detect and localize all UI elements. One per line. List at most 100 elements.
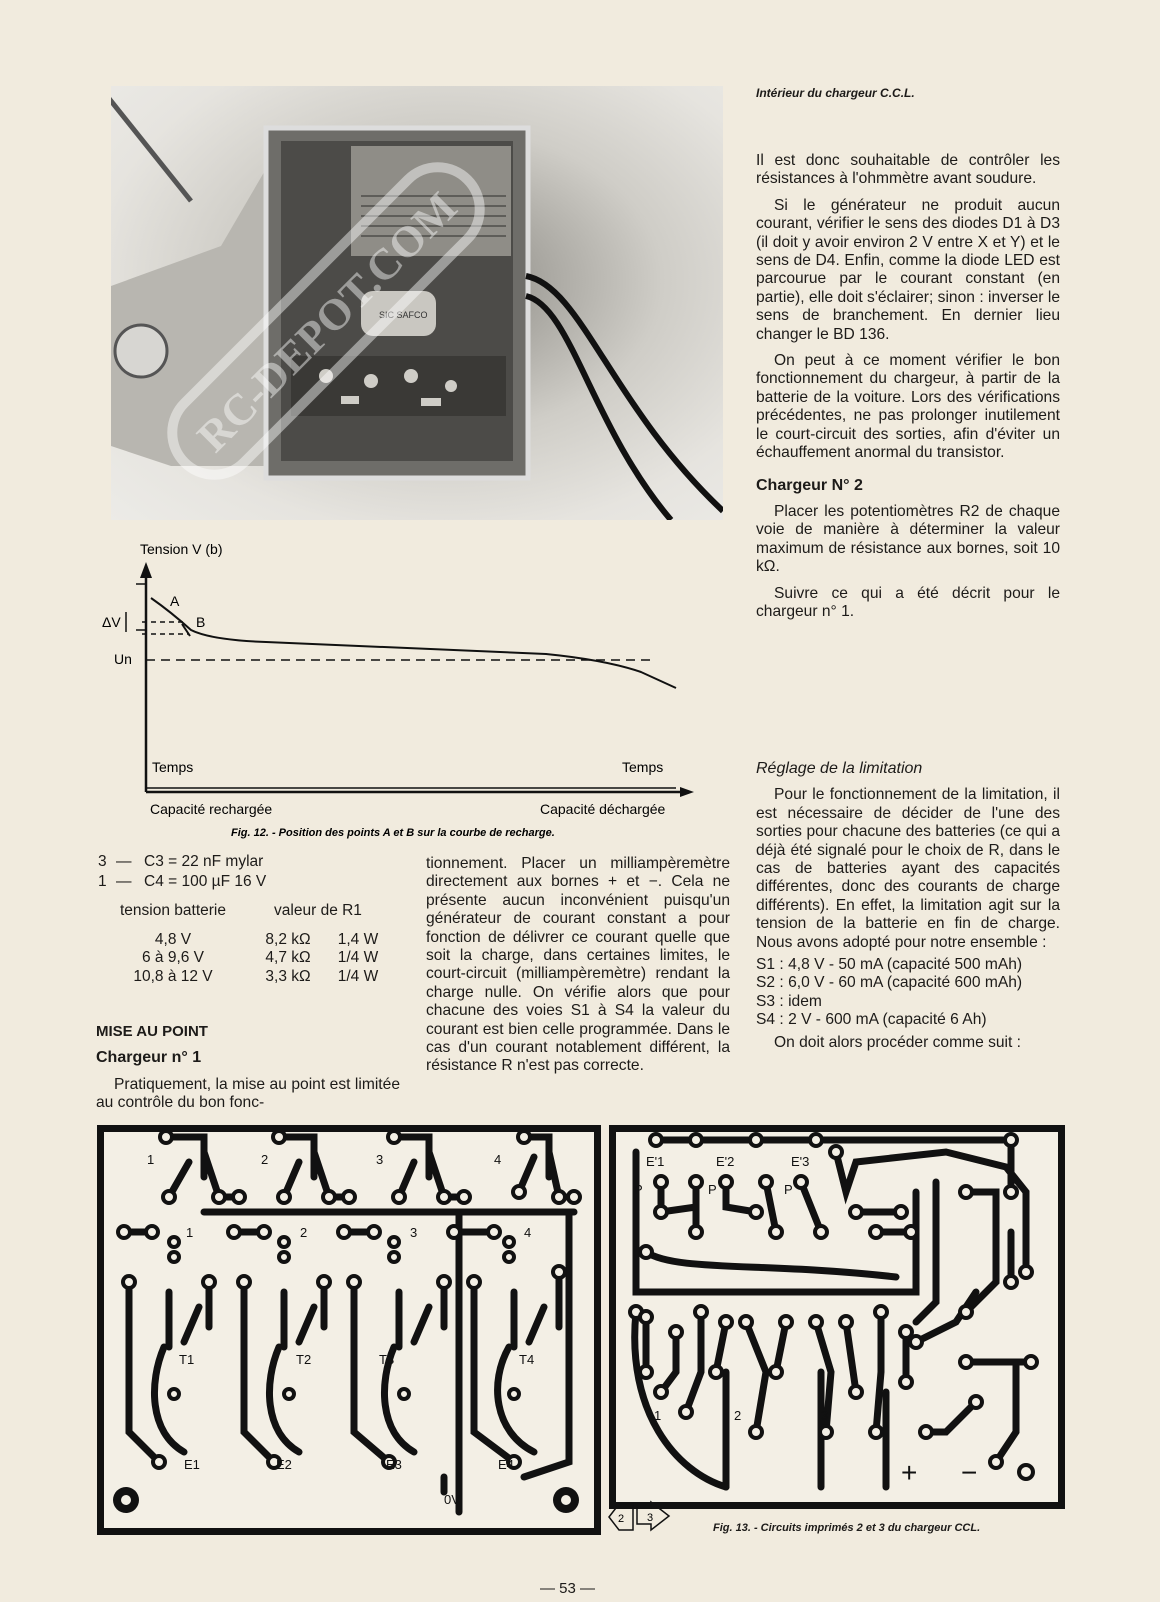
pcb-label: T1 bbox=[179, 1352, 194, 1367]
fig13-caption: Fig. 13. - Circuits imprimés 2 et 3 du c… bbox=[713, 1522, 981, 1534]
pcb-label: 1 bbox=[654, 1408, 661, 1423]
limitation-list-item: S2 : 6,0 V - 60 mA (capacité 600 mAh) bbox=[756, 974, 1023, 992]
column-middle: tionnement. Placer un milliampèremètre d… bbox=[426, 855, 730, 1084]
column-right-top: Il est donc souhaitable de contrôler les… bbox=[756, 152, 1060, 629]
y-axis-arrow bbox=[140, 562, 152, 578]
charge-curve bbox=[150, 597, 677, 689]
pcb-label: E1 bbox=[184, 1457, 200, 1472]
fig12-un: Un bbox=[114, 651, 132, 667]
heading-chargeur-2: Chargeur N° 2 bbox=[756, 476, 863, 494]
fig12-ylabel: Tension V (b) bbox=[140, 542, 222, 557]
x-axis-arrow bbox=[680, 787, 694, 797]
paragraph: Si le générateur ne produit aucun couran… bbox=[756, 196, 1060, 343]
pcb-label: 3 bbox=[376, 1152, 383, 1167]
heading-limitation: Réglage de la limitation bbox=[756, 760, 923, 777]
pcb-label: P bbox=[708, 1182, 717, 1197]
page-number: — 53 — bbox=[540, 1580, 596, 1597]
r1-table-row: 10,8 à 12 V 3,3 kΩ 1/4 W bbox=[133, 967, 379, 985]
pcb-left-labels: 1 2 3 4 1 2 3 4 T1 T2 T3 T4 E1 E2 E3 E4 … bbox=[147, 1152, 534, 1507]
pcb-left-pads bbox=[116, 1129, 582, 1470]
r1-table-row: 6 à 9,6 V 4,7 kΩ 1/4 W bbox=[141, 949, 379, 966]
pcb-label: E3 bbox=[386, 1457, 402, 1472]
heading-chargeur-1: Chargeur n° 1 bbox=[96, 1049, 202, 1067]
limitation-list-item: S3 : idem bbox=[756, 992, 822, 1010]
paragraph: Suivre ce qui a été décrit pour le charg… bbox=[756, 584, 1060, 620]
fig12-dv: ΔV bbox=[102, 614, 121, 630]
pcb-label: E2 bbox=[276, 1457, 292, 1472]
pcb-label: T2 bbox=[296, 1352, 311, 1367]
pcb-label: E4 bbox=[498, 1457, 514, 1472]
charger-photo-drawing: SIC SAFCO RC-DEPOT.COM bbox=[111, 96, 723, 520]
capacity-discharged: Capacité déchargée bbox=[540, 801, 666, 817]
charger-photo: SIC SAFCO RC-DEPOT.COM bbox=[111, 86, 723, 520]
capacitor-marking: SIC SAFCO bbox=[379, 310, 428, 320]
parts-line: 1 — C4 = 100 µF 16 V bbox=[98, 873, 267, 890]
pcb-label: 1 bbox=[186, 1225, 193, 1240]
pcb-label: 4 bbox=[524, 1225, 531, 1240]
pcb-label: E'3 bbox=[791, 1154, 809, 1169]
minus-terminal: − bbox=[961, 1457, 977, 1488]
pcb-label: 3 bbox=[410, 1225, 417, 1240]
pcb-label: 3 bbox=[821, 1408, 828, 1423]
paragraph: On peut à ce moment vérifier le bon fonc… bbox=[756, 352, 1060, 462]
pcb-label: 1 bbox=[147, 1152, 154, 1167]
pcb-left: 1 2 3 4 1 2 3 4 T1 T2 T3 T4 E1 E2 E3 E4 … bbox=[97, 1125, 601, 1535]
pcb-label: P bbox=[784, 1182, 793, 1197]
pcb-label: 2 bbox=[300, 1225, 307, 1240]
mise-au-point-section: MISE AU POINT Chargeur n° 1 Pratiquement… bbox=[96, 1023, 400, 1121]
antenna bbox=[111, 96, 193, 203]
pcb-label: E'2 bbox=[716, 1154, 734, 1169]
arrow-right-icon bbox=[636, 1500, 671, 1532]
pcb-right-pads bbox=[628, 1132, 1039, 1481]
pcb-left-traces: 1 2 3 4 1 2 3 4 T1 T2 T3 T4 E1 E2 E3 E4 … bbox=[113, 1129, 582, 1516]
pcb-right-labels: E'1 E'2 E'3 P P P 1 2 3 bbox=[634, 1154, 828, 1423]
parts-line: 3 — C3 = 22 nF mylar bbox=[98, 853, 264, 870]
paragraph: Pratiquement, la mise au point est limit… bbox=[96, 1075, 400, 1112]
transformer-lines bbox=[361, 195, 506, 237]
photo-caption: Intérieur du chargeur C.C.L. bbox=[756, 86, 915, 100]
arrow-left-icon bbox=[608, 1503, 634, 1531]
pcb-label: T4 bbox=[519, 1352, 534, 1367]
point-b-mark bbox=[181, 623, 191, 637]
limitation-list-item: S1 : 4,8 V - 50 mA (capacité 500 mAh) bbox=[756, 956, 1023, 974]
fig12-caption: Fig. 12. - Position des points A et B su… bbox=[231, 827, 555, 839]
pcb-label: P bbox=[634, 1182, 643, 1197]
meter-knob bbox=[113, 323, 169, 379]
paragraph: Pour le fonctionnement de la limitation,… bbox=[756, 786, 1060, 951]
side-panel bbox=[111, 126, 291, 466]
pcb-label: 2 bbox=[734, 1408, 741, 1423]
temps-left: Temps bbox=[152, 759, 193, 775]
paragraph: Placer les potentiomètres R2 de chaque v… bbox=[756, 502, 1060, 576]
parts-list: 3 — C3 = 22 nF mylar 1 — C4 = 100 µF 16 … bbox=[98, 852, 428, 892]
capacity-recharged: Capacité rechargée bbox=[150, 801, 272, 817]
pcb-left-track-group bbox=[120, 1133, 578, 1516]
pcb-label: T3 bbox=[379, 1352, 394, 1367]
svg-text:2: 2 bbox=[618, 1513, 624, 1525]
pcb-label: 4 bbox=[494, 1152, 501, 1167]
components bbox=[319, 369, 457, 406]
pcb-label: 0V bbox=[444, 1492, 460, 1507]
point-b-label: B bbox=[196, 614, 205, 630]
cable-1 bbox=[525, 273, 723, 514]
transformer bbox=[351, 146, 511, 256]
limitation-section: Réglage de la limitation Pour le fonctio… bbox=[756, 760, 1060, 1060]
cable-2 bbox=[525, 293, 674, 520]
paragraph: tionnement. Placer un milliampèremètre d… bbox=[426, 855, 730, 1075]
circuit-board bbox=[291, 356, 506, 416]
r1-table-header: tension batterie valeur de R1 bbox=[120, 902, 362, 919]
temps-right: Temps bbox=[622, 759, 663, 775]
limitation-list-item: S4 : 2 V - 600 mA (capacité 6 Ah) bbox=[756, 1011, 987, 1029]
paragraph: On doit alors procéder comme suit : bbox=[774, 1033, 1022, 1051]
pcb-label: 2 bbox=[261, 1152, 268, 1167]
pcb-right: E'1 E'2 E'3 P P P 1 2 3 + − bbox=[609, 1125, 1065, 1509]
r1-table: tension batterie valeur de R1 4,8 V 8,2 … bbox=[98, 902, 428, 986]
plus-terminal: + bbox=[901, 1457, 917, 1488]
heading-mise-au-point: MISE AU POINT bbox=[96, 1023, 208, 1040]
r1-table-row: 4,8 V 8,2 kΩ 1,4 W bbox=[154, 930, 379, 948]
pcb-right-traces: E'1 E'2 E'3 P P P 1 2 3 + − bbox=[628, 1132, 1039, 1491]
capacitor bbox=[361, 291, 436, 336]
svg-text:3: 3 bbox=[647, 1512, 653, 1524]
orientation-arrows: 2 3 bbox=[608, 1500, 671, 1532]
paragraph: Il est donc souhaitable de contrôler les… bbox=[756, 152, 1060, 188]
fig12-chart: Tension V (b) ΔV Un A B Temps Temps Capa… bbox=[102, 542, 694, 839]
